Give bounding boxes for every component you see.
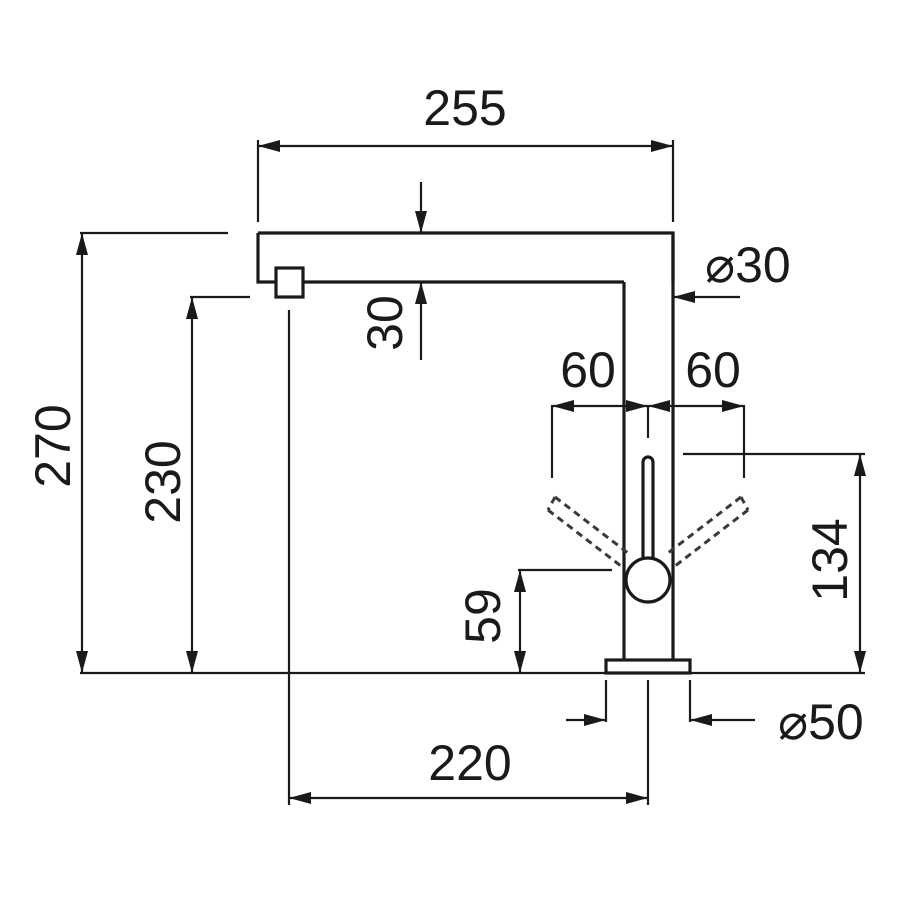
arrowhead xyxy=(690,714,712,726)
arrowhead xyxy=(584,714,606,726)
aerator xyxy=(274,266,305,299)
base-plate xyxy=(604,658,692,675)
arrowhead xyxy=(651,140,673,152)
arrowhead xyxy=(186,651,198,673)
faucet-body xyxy=(256,231,692,675)
arrowhead xyxy=(415,282,427,304)
label-255: 255 xyxy=(423,80,506,136)
arrowhead xyxy=(415,211,427,233)
arrowhead xyxy=(722,400,744,412)
label-270: 270 xyxy=(25,404,81,487)
label-220: 220 xyxy=(428,735,511,791)
arrowhead xyxy=(626,792,648,804)
arrowhead xyxy=(552,400,574,412)
label-60-left: 60 xyxy=(560,342,616,398)
arrowhead xyxy=(854,454,866,476)
arrowhead xyxy=(289,792,311,804)
label-59: 59 xyxy=(455,588,511,644)
label-230: 230 xyxy=(135,440,191,523)
handle-knob xyxy=(624,556,672,604)
dimension-labels: 255 30 ⌀30 60 60 270 230 134 59 220 ⌀50 xyxy=(25,80,864,791)
arrowhead xyxy=(626,400,648,412)
arrowhead xyxy=(673,291,695,303)
spout-outline xyxy=(256,231,675,284)
arrowhead xyxy=(854,651,866,673)
lever-upright xyxy=(641,455,655,558)
label-134: 134 xyxy=(802,518,858,601)
arrowhead xyxy=(76,233,88,255)
dimension-lines xyxy=(76,140,866,804)
label-dia50: ⌀50 xyxy=(778,694,864,750)
arrowhead xyxy=(186,297,198,319)
label-60-right: 60 xyxy=(685,342,741,398)
extension-lines xyxy=(80,140,865,805)
arrowhead xyxy=(76,651,88,673)
arrowhead xyxy=(514,651,526,673)
label-dia30: ⌀30 xyxy=(705,237,791,293)
lever-swing-left xyxy=(546,495,629,568)
arrowhead xyxy=(648,400,670,412)
lever-swing-positions xyxy=(546,495,750,568)
lever-swing-right xyxy=(667,495,750,568)
label-30: 30 xyxy=(357,295,413,351)
arrowhead xyxy=(514,570,526,592)
arrowhead xyxy=(258,140,280,152)
